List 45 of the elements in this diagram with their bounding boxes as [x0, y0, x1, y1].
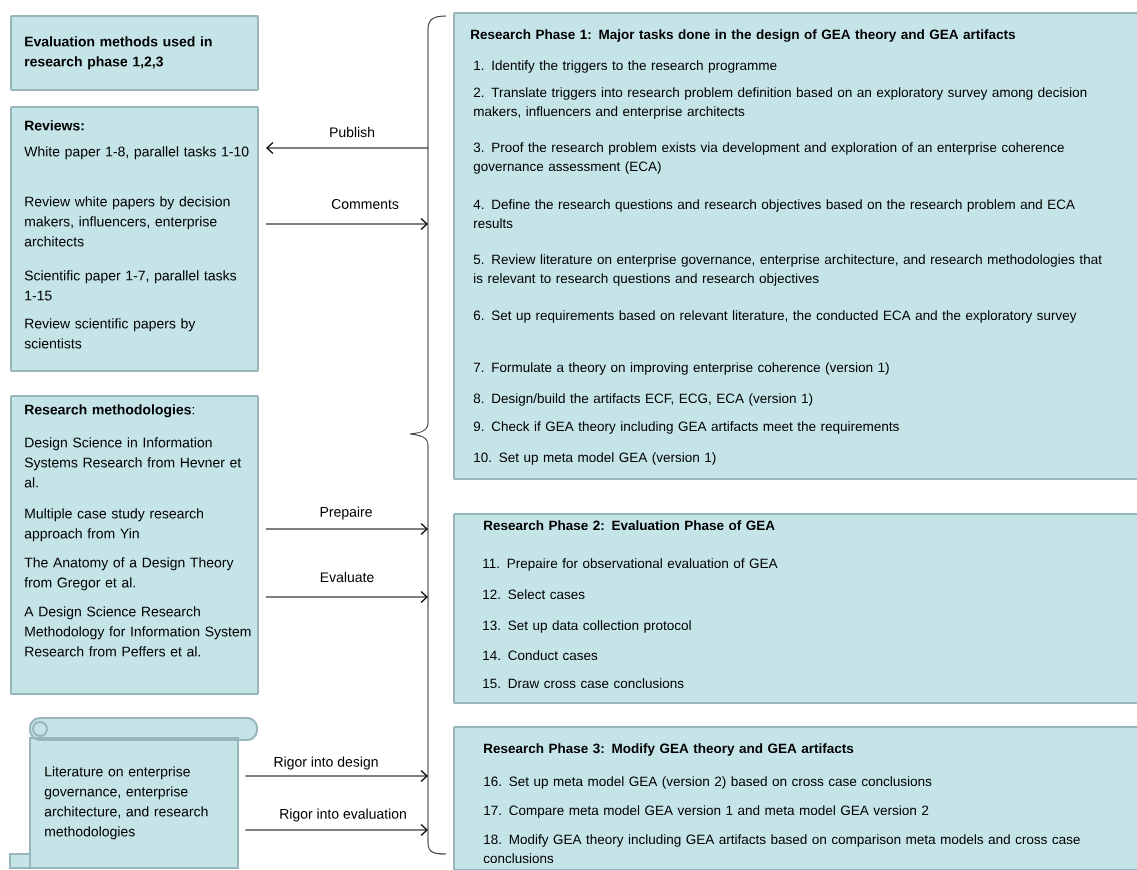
item-text: Review scientific papers by scientists	[24, 318, 196, 349]
heading: Research methodologies:	[25, 404, 195, 418]
item-text: 5. Review literature on enterprise governance, enterprise architecture, and research methodologies that is relevant to research questions and research objectives	[473, 254, 1102, 286]
edge-label: Publish	[328, 125, 376, 139]
heading: Research Phase 3: Modify GEA theory and GEA artifacts	[484, 743, 854, 756]
edge-label: Rigor into evaluation	[278, 807, 408, 823]
arrow	[244, 769, 428, 783]
item-text: 7. Formulate a theory on improving enterprise coherence (version 1)	[473, 362, 889, 375]
edge-label: Comments	[330, 198, 400, 210]
heading: Evaluation methods used in research phase 1,2,3	[25, 36, 212, 70]
item-text: 9. Check if GEA theory including GEA artifacts meet the requirements	[473, 421, 899, 434]
item-text: Literature on enterprise governance, enterprise architecture, and research methodologies	[44, 766, 208, 840]
item-text: 16. Set up meta model GEA (version 2) based on cross case conclusions	[484, 776, 932, 789]
item-text: 3. Proof the research problem exists via development and exploration of an enterprise coherence governance assessment (ECA)	[473, 142, 1064, 174]
item-text: Design Science in Information Systems Research from Hevner et al.	[24, 437, 242, 488]
item-text: The Anatomy of a Design Theory from Gregor et al.	[24, 557, 234, 591]
item-text: 6. Set up requirements based on relevant literature, the conducted ECA and the exploratory survey	[473, 310, 1077, 323]
item-text: 4. Define the research questions and research objectives based on the research problem and ECA results	[473, 199, 1075, 229]
item-text: 11. Prepaire for observational evaluation of GEA	[483, 558, 778, 571]
item-text: 1. Identify the triggers to the research programme	[474, 60, 777, 73]
heading: Reviews:	[25, 120, 84, 131]
item-text: 10. Set up meta model GEA (version 1)	[474, 452, 716, 465]
item-text: White paper 1-8, parallel tasks 1-10	[24, 146, 249, 160]
item-text: 17. Compare meta model GEA version 1 and meta model GEA version 2	[484, 805, 929, 818]
item-text: 8. Design/build the artifacts ECF, ECG, ECA (version 1)	[473, 393, 813, 406]
item-text: A Design Science Research Methodology for Information System Research from Peffers et al.	[24, 606, 251, 657]
item-text: 2. Translate triggers into research problem definition based on an exploratory survey among decision makers, influencers and enterprise architects	[473, 87, 1087, 119]
item-text: 13. Set up data collection protocol	[483, 620, 691, 633]
edge-label: Rigor into design	[272, 755, 380, 771]
arrow	[265, 590, 428, 604]
item-text: 14. Conduct cases	[483, 650, 598, 661]
item-text: 12. Select cases	[483, 589, 585, 600]
edge-label: Evaluate	[318, 570, 376, 584]
arrow	[265, 522, 428, 536]
item-text: Scientific paper 1-7, parallel tasks 1-15	[24, 270, 237, 301]
arrow	[265, 217, 428, 231]
item-text: Multiple case study research approach from Yin	[24, 508, 203, 542]
item-text: 15. Draw cross case conclusions	[483, 678, 684, 689]
item-text: 18. Modify GEA theory including GEA artifacts based on comparison meta models and cross case conclusions	[483, 834, 1080, 864]
arrow	[244, 823, 428, 837]
heading: Research Phase 1: Major tasks done in the design of GEA theory and GEA artifacts	[471, 29, 1015, 42]
item-text: Review white papers by decision makers, influencers, enterprise architects	[24, 196, 230, 247]
arrow	[266, 141, 429, 155]
heading: Research Phase 2: Evaluation Phase of GEA	[484, 520, 775, 531]
edge-label: Prepaire	[318, 505, 374, 521]
